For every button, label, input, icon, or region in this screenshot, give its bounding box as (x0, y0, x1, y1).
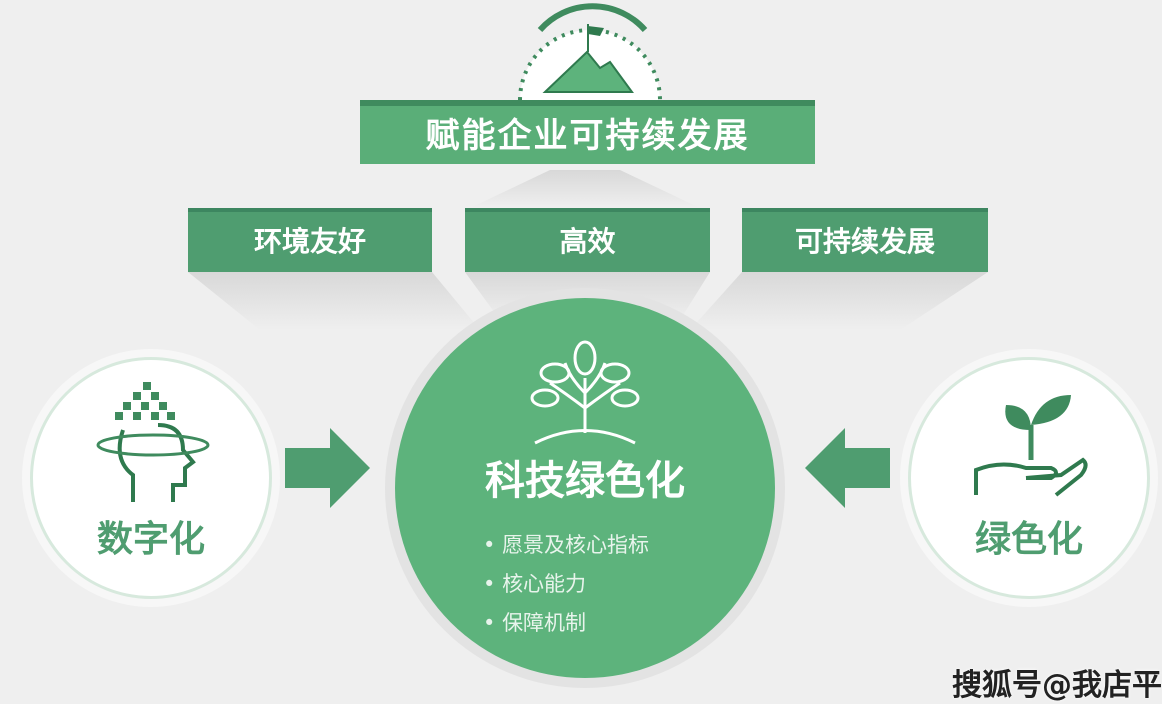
bullet-item: 保障机制 (483, 604, 649, 643)
watermark: 搜狐号@我店平 (952, 668, 1162, 703)
goal-banner: 赋能企业可持续发展 (360, 100, 815, 164)
arrow-right-icon (285, 428, 370, 508)
digital-circle: 数字化 (30, 357, 272, 599)
funnel-right (690, 272, 988, 330)
digital-label: 数字化 (96, 519, 205, 560)
green-circle: 绿色化 (908, 357, 1150, 599)
tree-icon (530, 340, 640, 445)
funnel-top (470, 170, 700, 208)
box-environment: 环境友好 (188, 208, 432, 272)
arrow-left-icon (805, 428, 890, 508)
core-bullets: 愿景及核心指标 核心能力 保障机制 (483, 526, 649, 643)
box-efficiency: 高效 (465, 208, 710, 272)
core-circle: 科技绿色化 愿景及核心指标 核心能力 保障机制 (395, 298, 775, 678)
summit-icon (518, 3, 662, 101)
bullet-item: 核心能力 (483, 565, 649, 604)
funnel-left (188, 272, 480, 330)
bullet-item: 愿景及核心指标 (483, 526, 649, 565)
green-label: 绿色化 (974, 519, 1083, 560)
digital-head-icon (96, 382, 210, 502)
box-sustainable: 可持续发展 (742, 208, 988, 272)
core-title: 科技绿色化 (485, 458, 685, 504)
hand-sprout-icon (974, 395, 1088, 497)
